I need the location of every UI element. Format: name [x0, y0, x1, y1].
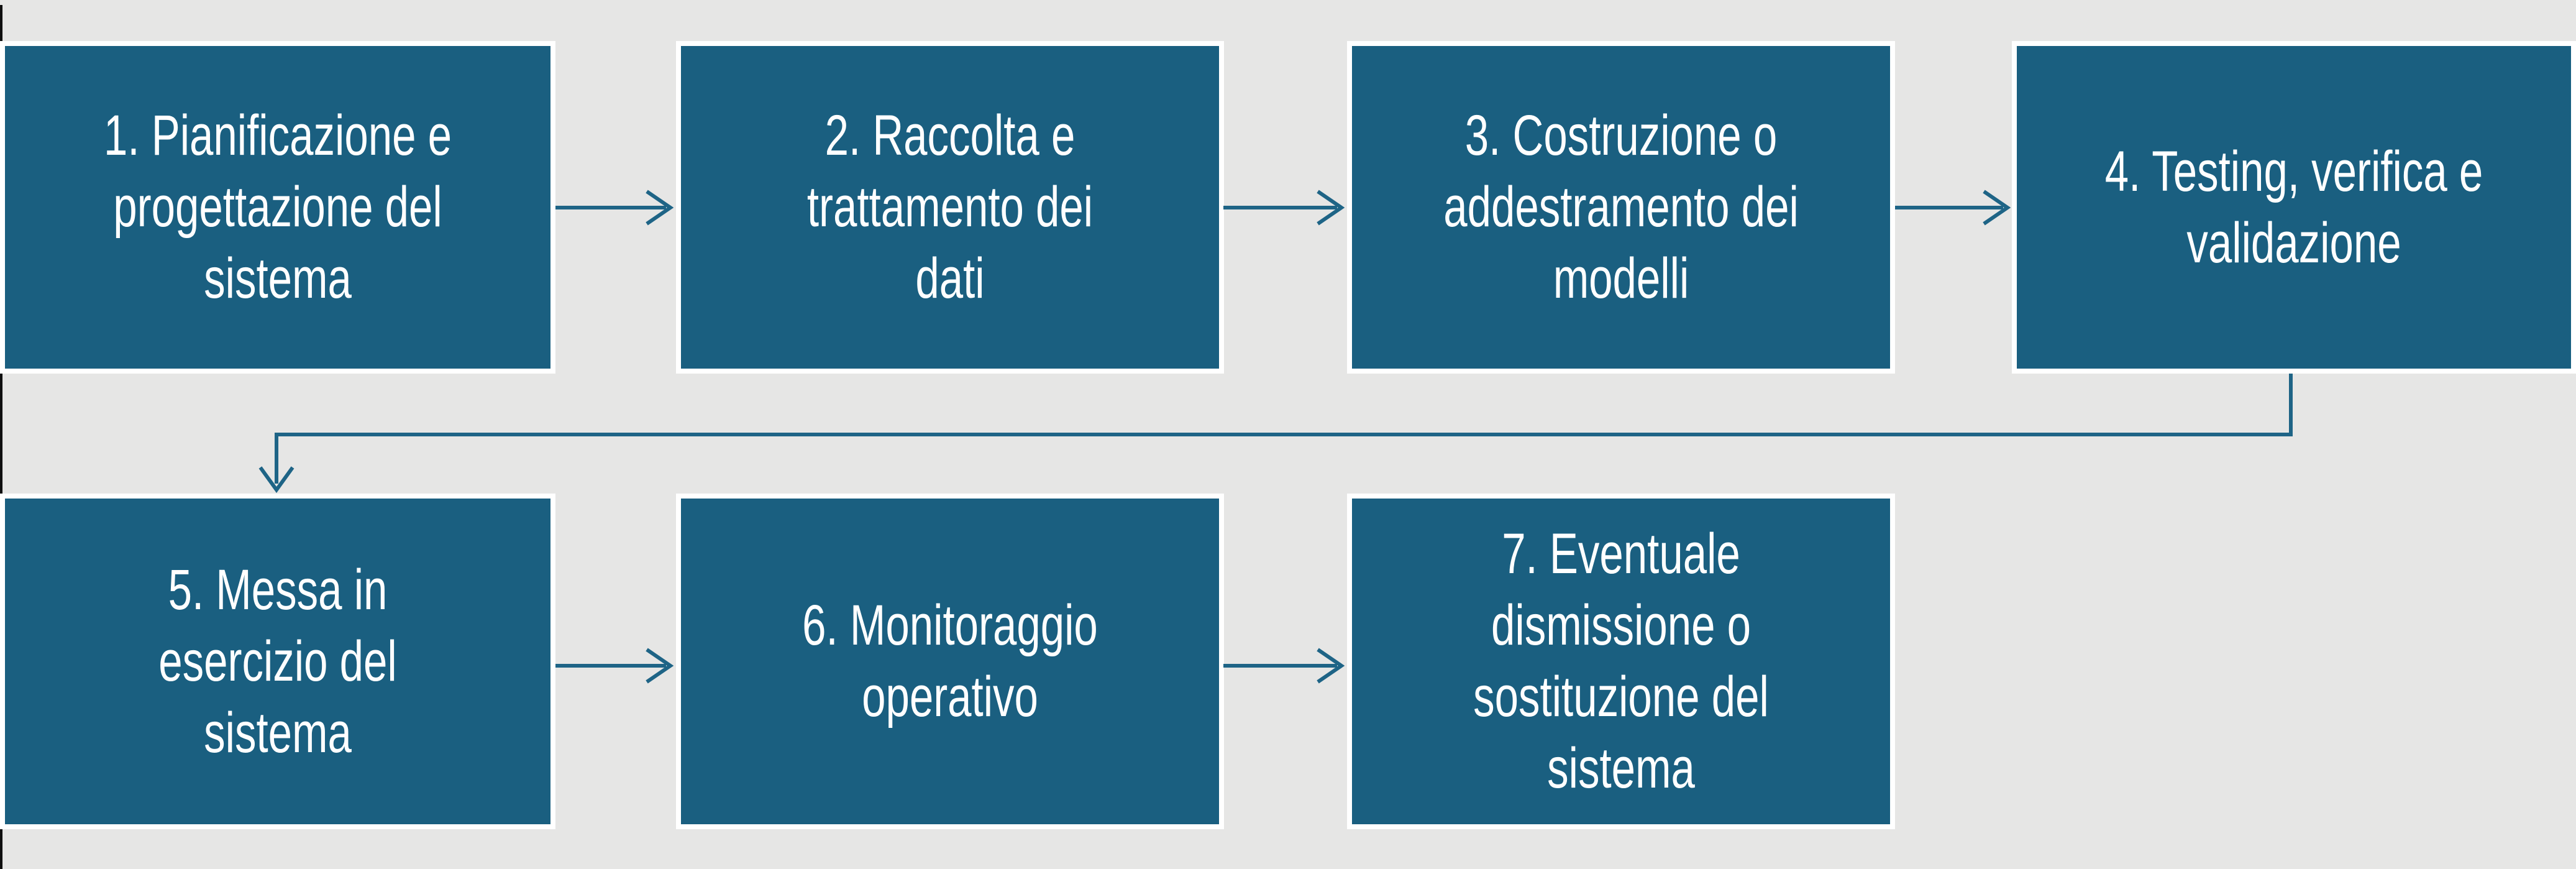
flow-step-6: 6. Monitoraggio operativo: [676, 494, 1224, 829]
flow-step-5: 5. Messa in esercizio del sistema: [0, 494, 555, 829]
left-edge-line: [0, 5, 2, 869]
arrow-step4-to-step5-elbow-path: [275, 374, 2293, 484]
arrow-step2-to-step3: [1223, 190, 1345, 226]
flow-step-4: 4. Testing, verifica e validazione: [2012, 41, 2576, 374]
arrow-step6-to-step7: [1223, 648, 1345, 684]
arrow-step3-to-step4: [1895, 190, 2011, 226]
arrow-step6-to-step7-head-icon: [1317, 648, 1345, 684]
arrow-step2-to-step3-head-icon: [1317, 190, 1345, 226]
arrow-step1-to-step2: [555, 190, 674, 226]
arrow-step5-to-step6-head-icon: [646, 648, 674, 684]
flow-step-3: 3. Costruzione o addestramento dei model…: [1347, 41, 1895, 374]
arrow-step3-to-step4-head-icon: [1983, 190, 2011, 226]
arrow-step4-to-step5-head-icon: [258, 466, 295, 494]
flow-step-3-label: 3. Costruzione o addestramento dei model…: [1443, 104, 1799, 310]
flow-step-2: 2. Raccolta e trattamento dei dati: [676, 41, 1224, 374]
flow-step-4-label: 4. Testing, verifica e validazione: [2104, 139, 2483, 275]
arrow-step4-to-step5-elbow: [258, 374, 2293, 494]
flow-step-6-label: 6. Monitoraggio operativo: [802, 594, 1098, 729]
flow-step-7-label: 7. Eventuale dismissione o sostituzione …: [1473, 522, 1769, 800]
flow-step-5-label: 5. Messa in esercizio del sistema: [158, 558, 397, 765]
connector-arrows-group: [258, 190, 2293, 684]
flow-step-7: 7. Eventuale dismissione o sostituzione …: [1347, 494, 1895, 829]
flow-step-2-label: 2. Raccolta e trattamento dei dati: [806, 104, 1094, 310]
flow-step-1-label: 1. Pianificazione e progettazione del si…: [103, 104, 452, 310]
arrow-step5-to-step6: [555, 648, 674, 684]
arrow-step1-to-step2-head-icon: [646, 190, 674, 226]
flow-step-1: 1. Pianificazione e progettazione del si…: [0, 41, 555, 374]
